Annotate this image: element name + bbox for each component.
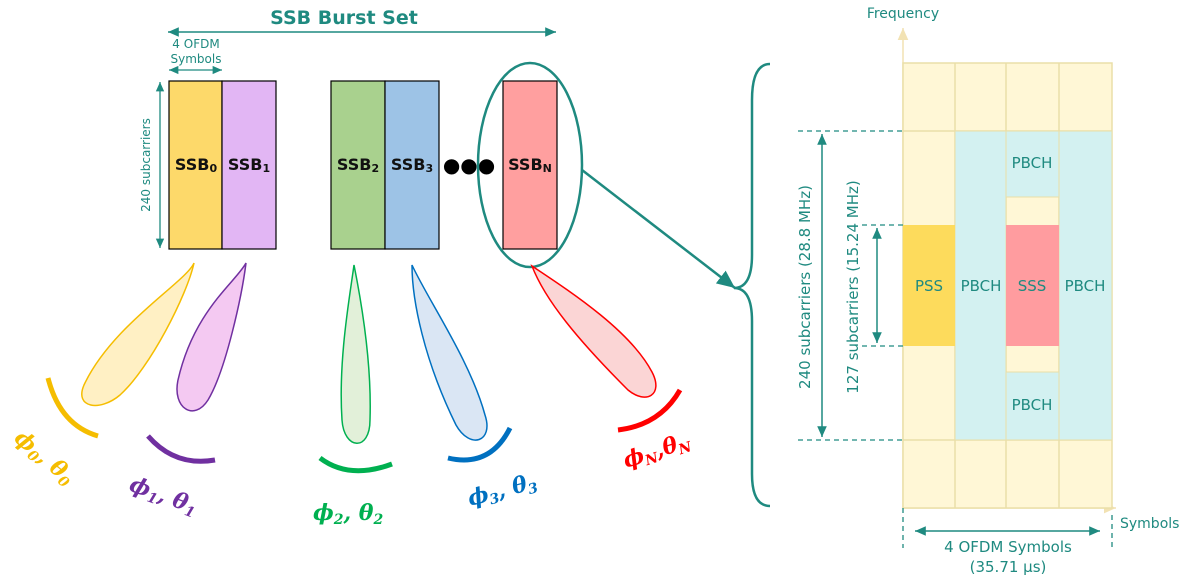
svg-text:SSB0: SSB0 [175, 155, 218, 175]
svg-text:ϕ2, θ2: ϕ2, θ2 [313, 500, 383, 528]
beam-1: ϕ1, θ1 [125, 262, 247, 522]
zoom-arrow [581, 169, 736, 289]
dim-127-label: 127 subcarriers (15.24 MHz) [844, 180, 862, 393]
beam-0: ϕ0, θ0 [8, 262, 195, 492]
pbch-col-4 [1058, 130, 1113, 441]
ofdm-symbols-label-2: Symbols [171, 52, 222, 66]
svg-text:ϕ3, θ3: ϕ3, θ3 [465, 468, 540, 513]
pbch-top-label: PBCH [1012, 154, 1053, 172]
sss-label: SSS [1018, 277, 1047, 295]
symbols-axis-label: Symbols [1120, 516, 1179, 532]
sss-cell [1006, 225, 1059, 346]
ellipsis-dots: ●●● [443, 153, 495, 177]
dim-symbols-sublabel: (35.71 μs) [970, 558, 1047, 576]
pbch-bottom-label: PBCH [1012, 396, 1053, 414]
pbch-bottom-block [1005, 371, 1060, 441]
ssb-block-3: SSB3 [384, 80, 440, 250]
svg-text:ϕN,θN: ϕN,θN [620, 427, 695, 475]
svg-text:SSB1: SSB1 [228, 155, 270, 175]
ssb-block-1: SSB1 [221, 80, 277, 250]
beam-2: ϕ2, θ2 [313, 264, 393, 528]
pbch-right-label: PBCH [1065, 277, 1106, 295]
pbch-left-label: PBCH [961, 277, 1002, 295]
zoom-brace [733, 62, 771, 508]
burst-title: SSB Burst Set [270, 7, 418, 29]
svg-text:SSB2: SSB2 [337, 155, 379, 175]
dim-symbols-label: 4 OFDM Symbols [944, 538, 1072, 556]
beam-n: ϕN,θN [530, 264, 695, 475]
dim-240-label: 240 subcarriers (28.8 MHz) [796, 185, 814, 389]
svg-text:SSBN: SSBN [508, 155, 552, 175]
ofdm-symbols-label: 4 OFDM [172, 37, 219, 51]
svg-text:ϕ1, θ1: ϕ1, θ1 [125, 471, 201, 521]
subcarrier-label: 240 subcarriers [139, 118, 153, 212]
ssb-block-0: SSB0 [168, 80, 223, 250]
pss-cell [903, 225, 955, 346]
pss-label: PSS [915, 277, 943, 295]
ssb-block-n: SSBN [502, 80, 558, 250]
svg-text:SSB3: SSB3 [391, 155, 433, 175]
frequency-axis-label: Frequency [867, 6, 939, 22]
ssb-block-2: SSB2 [330, 80, 386, 250]
pbch-top-block [1005, 130, 1060, 198]
beam-3: ϕ3, θ3 [411, 264, 540, 513]
svg-text:ϕ0, θ0: ϕ0, θ0 [8, 425, 80, 492]
ssb-n-highlight [476, 61, 584, 269]
